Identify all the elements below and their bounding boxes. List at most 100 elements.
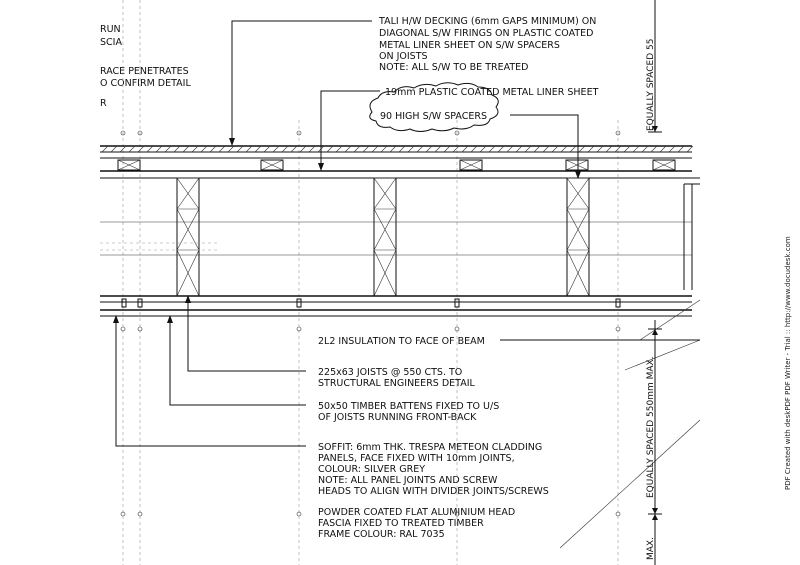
deck-board-hatch (425, 145, 433, 153)
deck-board-hatch (587, 145, 595, 153)
deck-board-hatch (110, 145, 118, 153)
deck-board-hatch (182, 145, 190, 153)
deck-board-hatch (641, 145, 649, 153)
partial-notes-left: RUN SCIA RACE PENETRATES O CONFIRM DETAI… (100, 24, 191, 109)
arrowhead (318, 163, 324, 171)
deck-board-hatch (497, 145, 505, 153)
deck-board-hatch (416, 145, 424, 153)
deck-board-hatch (209, 145, 217, 153)
leader-lines (113, 20, 700, 447)
fascia-edge (559, 177, 701, 549)
note-fascia: POWDER COATED FLAT ALUMINIUM HEAD FASCIA… (318, 507, 515, 540)
spacer-cross (260, 159, 284, 171)
deck-board-hatch (164, 145, 172, 153)
spacer-cross (117, 159, 141, 171)
joist-brace (373, 208, 397, 251)
spacer-cross (652, 159, 676, 171)
deck-board-hatch (290, 145, 298, 153)
deck-board-hatch (137, 145, 145, 153)
note-soffit-line: NOTE: ALL PANEL JOINTS AND SCREW (318, 475, 498, 486)
deck-board-hatch (353, 145, 361, 153)
pdf-watermark: PDF Created with deskPDF PDF Writer - Tr… (784, 236, 792, 490)
deck-board-hatch (173, 145, 181, 153)
spacer-block (117, 159, 141, 171)
batten-fixings (121, 298, 621, 308)
deck-board-hatch (605, 145, 613, 153)
deck-board-hatch (569, 145, 577, 153)
deck-board-hatch (389, 145, 397, 153)
deck-board-hatch (686, 145, 694, 153)
spacer-block (565, 159, 589, 171)
deck-board-hatch (677, 145, 685, 153)
panel-joint-lines (122, 0, 619, 565)
dimension-top-label: EQUALLY SPACED 55 (646, 39, 656, 131)
note-decking-line: METAL LINER SHEET ON S/W SPACERS (379, 40, 560, 51)
note-decking-line: TALI H/W DECKING (6mm GAPS MINIMUM) ON (378, 16, 596, 27)
joist-brace (373, 177, 397, 210)
deck-board-hatch (362, 145, 370, 153)
dimension-lines (648, 0, 662, 565)
deck-board-hatch (227, 145, 235, 153)
deck-board-hatch (461, 145, 469, 153)
partial-note-r: R (100, 98, 107, 109)
spacer-block (652, 159, 676, 171)
deck-board-hatch (470, 145, 478, 153)
spacer-blocks (117, 159, 676, 171)
deck-board-hatch (398, 145, 406, 153)
deck-board-hatch (335, 145, 343, 153)
deck-board-hatch (308, 145, 316, 153)
deck-board-hatch (326, 145, 334, 153)
deck-board-hatch (479, 145, 487, 153)
deck-board-hatch (344, 145, 352, 153)
note-soffit-line: COLOUR: SILVER GREY (318, 464, 425, 475)
deck-board-hatch (542, 145, 550, 153)
note-battens-line: 50x50 TIMBER BATTENS FIXED TO U/S (318, 401, 499, 412)
deck-board-hatch (515, 145, 523, 153)
deck-board-hatch (506, 145, 514, 153)
beam-lines (100, 221, 692, 256)
deck-board-hatch (380, 145, 388, 153)
arrowhead (113, 315, 119, 323)
deck-board-hatch (560, 145, 568, 153)
deck-board-hatch (191, 145, 199, 153)
note-spacers: 90 HIGH S/W SPACERS (380, 111, 487, 122)
deck-board-hatch (614, 145, 622, 153)
spacer-cross (565, 159, 589, 171)
dimension-bottom-label: MAX. (646, 537, 656, 560)
note-insulation: 2L2 INSULATION TO FACE OF BEAM (318, 336, 485, 347)
deck-board-hatch (443, 145, 451, 153)
deck-board-hatch (119, 145, 127, 153)
joist-brace (176, 177, 200, 210)
soffit-panel (100, 295, 692, 317)
joists (176, 177, 590, 297)
note-fascia-line: POWDER COATED FLAT ALUMINIUM HEAD (318, 507, 515, 518)
partial-note-fascia: SCIA (100, 37, 122, 48)
deck-board-hatch (659, 145, 667, 153)
partial-note-brace: RACE PENETRATES (100, 66, 189, 77)
deck-board-hatch (407, 145, 415, 153)
note-soffit-line: PANELS, FACE FIXED WITH 10mm JOINTS, (318, 453, 515, 464)
note-decking: TALI H/W DECKING (6mm GAPS MINIMUM) ON D… (378, 16, 596, 73)
spacer-block (260, 159, 284, 171)
deck-board-hatch (101, 145, 109, 153)
deck-board-hatch (254, 145, 262, 153)
decking-strip (100, 145, 694, 159)
note-decking-line: NOTE: ALL S/W TO BE TREATED (379, 62, 529, 73)
deck-board-hatch (596, 145, 604, 153)
deck-board-hatch (632, 145, 640, 153)
joist-brace (373, 249, 397, 297)
deck-board-hatch (128, 145, 136, 153)
note-fascia-line: FRAME COLOUR: RAL 7035 (318, 529, 445, 540)
deck-board-hatch (551, 145, 559, 153)
liner-sheet (100, 170, 692, 179)
note-battens-line: OF JOISTS RUNNING FRONT-BACK (318, 412, 477, 423)
arrowhead (229, 138, 235, 146)
deck-board-hatch (434, 145, 442, 153)
deck-board-hatch (524, 145, 532, 153)
note-joists: 225x63 JOISTS @ 550 CTS. TO STRUCTURAL E… (318, 367, 476, 389)
spacer-block (459, 159, 483, 171)
deck-board-hatch (623, 145, 631, 153)
arrowhead (575, 171, 581, 179)
dimension-right-label: EQUALLY SPACED 550mm MAX. (646, 356, 656, 498)
partial-note-run: RUN (100, 24, 121, 35)
